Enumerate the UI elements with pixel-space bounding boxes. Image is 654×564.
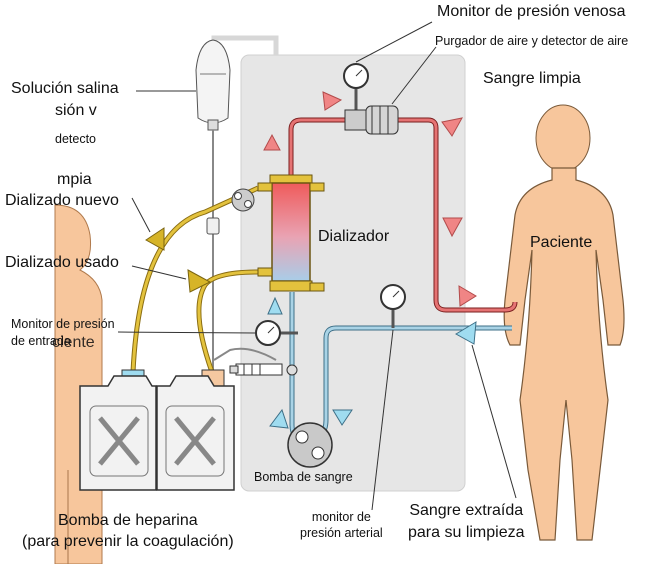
patient-figure — [503, 104, 625, 541]
blood-pump-label: Bomba de sangre — [254, 470, 353, 484]
used-dialysate-canister-icon — [156, 369, 235, 491]
inflow-pressure-monitor-label: Monitor de presión de entrada — [11, 317, 115, 348]
venous-pressure-monitor-label: Monitor de presión venosa — [437, 3, 626, 20]
fresh-dialysate-line — [130, 185, 260, 373]
air-trap-detector-label: Purgador de aire y detector de aire — [435, 34, 629, 48]
inflow-pressure-gauge-icon — [255, 320, 298, 346]
air-trap-detector-icon — [344, 105, 399, 135]
fresh-dialysate-canister-icon — [79, 369, 157, 491]
flow-arrows — [145, 91, 477, 429]
arrow-red-icon — [441, 117, 463, 137]
blood-pump-icon — [287, 422, 333, 468]
arterial-pressure-gauge-icon — [380, 284, 406, 328]
arrow-red-icon — [458, 285, 477, 307]
arrow-blue-icon — [267, 296, 283, 315]
arterial-pressure-monitor-label: monitor de presión arterial — [300, 510, 383, 541]
saline-bag — [195, 39, 231, 370]
fresh-dialysate-label: Dializado nuevo — [5, 192, 119, 209]
saline-solution-label: Solución salina — [11, 80, 119, 97]
arrow-blue-icon — [269, 408, 289, 429]
arrow-gold-icon — [187, 269, 212, 293]
overlap-fragment-label: ciente — [52, 334, 95, 351]
clean-blood-label: Sangre limpia — [483, 70, 581, 87]
heparin-syringe-icon — [229, 363, 298, 376]
arrow-red-icon — [322, 91, 343, 111]
arrow-blue-icon — [455, 321, 477, 345]
venous-pressure-gauge-icon — [343, 63, 369, 110]
dialysate-valve-icon — [231, 188, 255, 212]
arrow-red-icon — [263, 133, 281, 151]
patient-label: Paciente — [530, 234, 593, 251]
dialyzer-label: Dializador — [318, 228, 390, 245]
arrow-blue-icon — [332, 409, 353, 426]
saline-fragment-label: sión v — [55, 102, 97, 119]
used-dialysate-label: Dializado usado — [5, 254, 119, 271]
arrow-red-icon — [442, 217, 463, 238]
detector-fragment-label: detecto — [55, 132, 97, 146]
clean-blood-line — [288, 117, 518, 313]
arrow-gold-icon — [145, 227, 165, 251]
machine-panel — [211, 35, 466, 492]
dialyzer — [257, 174, 325, 292]
clean-fragment-label: mpia — [57, 171, 92, 188]
heparin-pump-label: Bomba de heparina (para prevenir la coag… — [22, 512, 234, 550]
leader-lines — [117, 21, 517, 511]
extracted-blood-label: Sangre extraída para su limpieza — [408, 502, 525, 541]
